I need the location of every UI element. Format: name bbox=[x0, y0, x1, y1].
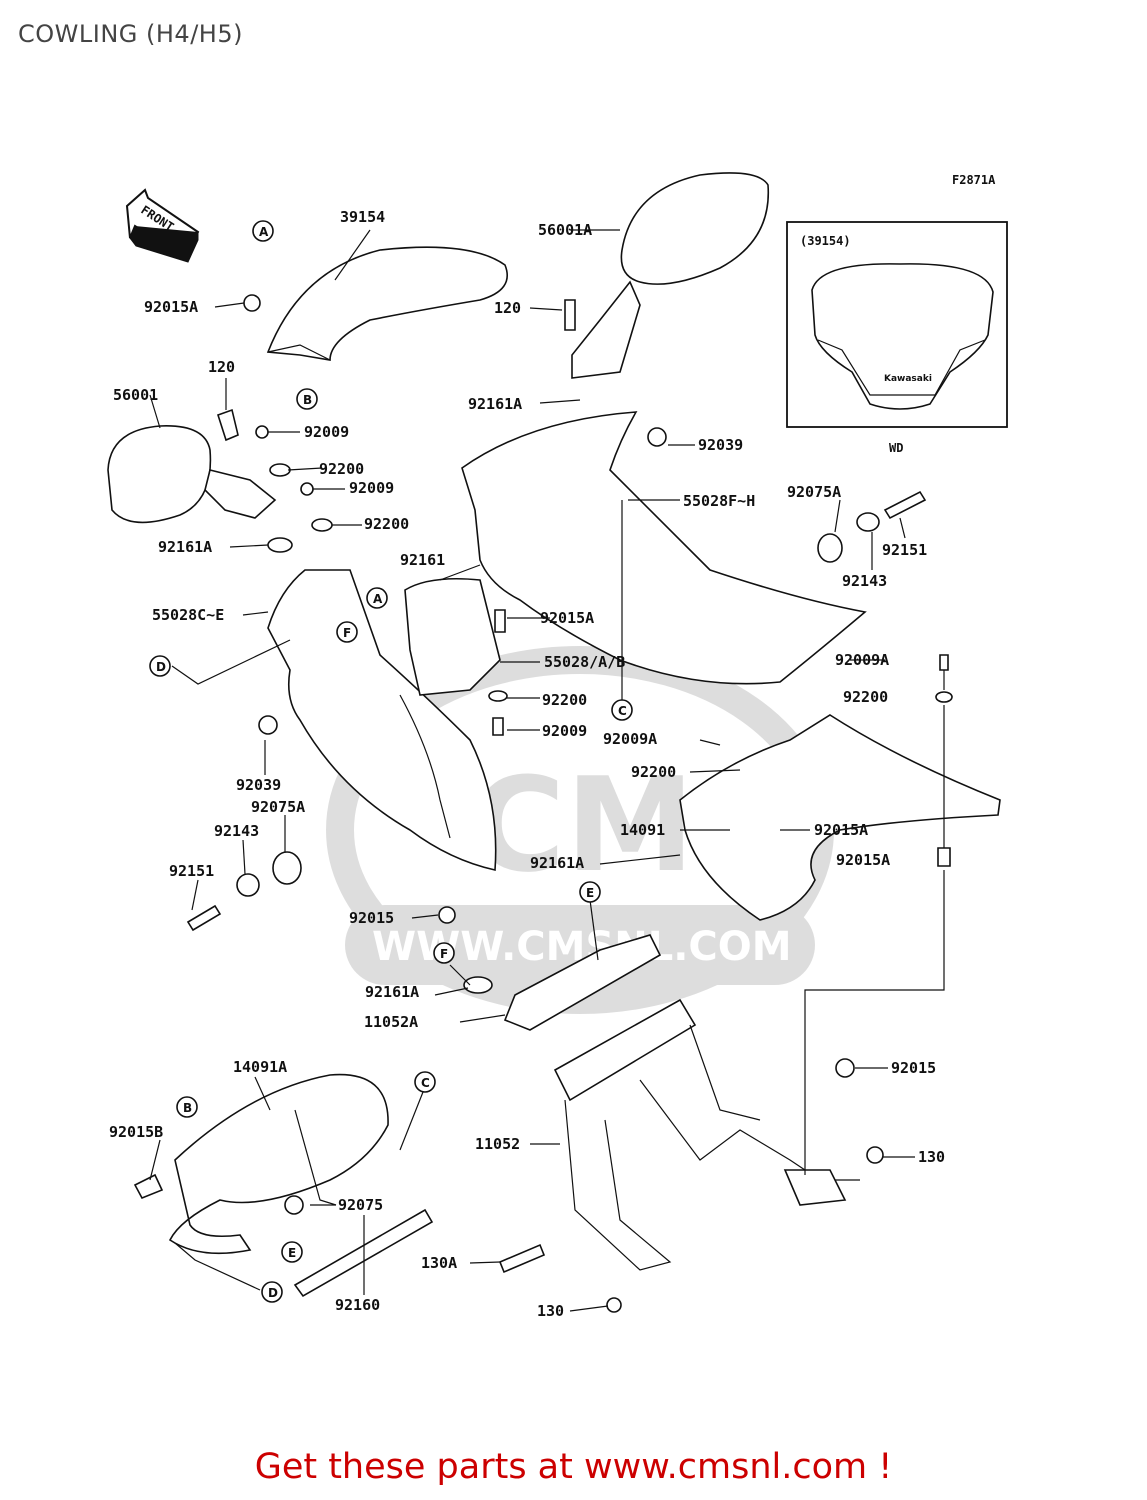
part-labels: 39154 92015A 120 56001 92009 92200 92009… bbox=[109, 208, 945, 1320]
svg-text:D: D bbox=[268, 1286, 278, 1300]
label-92015a-mid: 92015A bbox=[540, 609, 594, 627]
ref-a-mid: A bbox=[366, 587, 388, 609]
label-92161a-low: 92161A bbox=[365, 983, 419, 1001]
figure-code: F2871A bbox=[952, 173, 996, 187]
label-92161a-left: 92161A bbox=[158, 538, 212, 556]
label-92075a-left: 92075A bbox=[251, 798, 305, 816]
lower-panel-part bbox=[168, 1073, 389, 1255]
upper-cowling-right-part bbox=[461, 411, 867, 685]
label-92075: 92075 bbox=[338, 1196, 383, 1214]
label-55028-a-b: 55028/A/B bbox=[544, 653, 625, 671]
inner-panel-right-part bbox=[679, 714, 1001, 921]
label-92151-left: 92151 bbox=[169, 862, 214, 880]
label-56001: 56001 bbox=[113, 386, 158, 404]
label-92161: 92161 bbox=[400, 551, 445, 569]
svg-text:C: C bbox=[421, 1076, 430, 1090]
label-92015-mid: 92015 bbox=[349, 909, 394, 927]
label-92015a-right: 92015A bbox=[814, 821, 868, 839]
label-92161a-top: 92161A bbox=[468, 395, 522, 413]
label-92200-low: 92200 bbox=[631, 763, 676, 781]
label-92009-mid: 92009 bbox=[542, 722, 587, 740]
label-39154: 39154 bbox=[340, 208, 385, 226]
inset-brand: Kawasaki bbox=[884, 374, 932, 384]
ref-c-low: C bbox=[414, 1071, 436, 1093]
ref-c-mid: C bbox=[611, 699, 633, 721]
front-arrow-icon: FRONT bbox=[125, 188, 200, 263]
svg-text:F: F bbox=[440, 947, 448, 961]
label-92200-b: 92200 bbox=[364, 515, 409, 533]
inset-windshield: (39154) Kawasaki WD bbox=[786, 221, 1008, 455]
watermark: CMS WWW.CMSNL.COM bbox=[326, 646, 834, 1014]
ref-b-low: B bbox=[176, 1096, 198, 1118]
leader-lines bbox=[149, 229, 945, 1312]
label-130-low: 130 bbox=[537, 1302, 564, 1320]
svg-text:E: E bbox=[288, 1246, 296, 1260]
ref-f-mid: F bbox=[433, 942, 455, 964]
svg-text:B: B bbox=[303, 393, 312, 407]
label-92151-right: 92151 bbox=[882, 541, 927, 559]
label-120-left: 120 bbox=[208, 358, 235, 376]
label-56001a: 56001A bbox=[538, 221, 592, 239]
svg-text:A: A bbox=[373, 592, 383, 606]
fasteners bbox=[133, 294, 953, 1313]
label-92200-a: 92200 bbox=[319, 460, 364, 478]
ref-e-mid: E bbox=[579, 881, 601, 903]
label-11052: 11052 bbox=[475, 1135, 520, 1153]
label-92015a-far-right: 92015A bbox=[836, 851, 890, 869]
label-92161a-mid: 92161A bbox=[530, 854, 584, 872]
label-92009-b: 92009 bbox=[349, 479, 394, 497]
label-130-right: 130 bbox=[918, 1148, 945, 1166]
ref-circles: A B A F D C E F C B E D bbox=[149, 220, 633, 1303]
label-92039-left: 92039 bbox=[236, 776, 281, 794]
ref-f-left: F bbox=[336, 621, 358, 643]
inner-panel-part bbox=[404, 577, 501, 696]
ref-d-low: D bbox=[261, 1281, 283, 1303]
label-92075a-right: 92075A bbox=[787, 483, 841, 501]
label-14091: 14091 bbox=[620, 821, 665, 839]
inset-caption: WD bbox=[889, 441, 903, 455]
svg-text:D: D bbox=[156, 660, 166, 674]
svg-text:E: E bbox=[586, 886, 594, 900]
label-92160: 92160 bbox=[335, 1296, 380, 1314]
frame-stay-part bbox=[553, 998, 860, 1271]
svg-text:B: B bbox=[183, 1101, 192, 1115]
svg-text:F: F bbox=[343, 626, 351, 640]
label-14091a: 14091A bbox=[233, 1058, 287, 1076]
label-92200-right: 92200 bbox=[843, 688, 888, 706]
label-55028f-h: 55028F~H bbox=[683, 492, 755, 510]
label-92009a-right: 92009A bbox=[835, 651, 889, 669]
footer-link[interactable]: Get these parts at www.cmsnl.com ! bbox=[254, 1447, 893, 1487]
label-11052a: 11052A bbox=[364, 1013, 418, 1031]
svg-text:A: A bbox=[259, 225, 269, 239]
label-92009a-mid: 92009A bbox=[603, 730, 657, 748]
label-130a: 130A bbox=[421, 1254, 457, 1272]
label-92200-mid: 92200 bbox=[542, 691, 587, 709]
ref-b-top: B bbox=[296, 388, 318, 410]
svg-text:C: C bbox=[618, 704, 627, 718]
left-mirror-part bbox=[107, 425, 277, 524]
right-mirror-part bbox=[571, 172, 770, 379]
label-92143-left: 92143 bbox=[214, 822, 259, 840]
label-92143-right: 92143 bbox=[842, 572, 887, 590]
inset-part: (39154) bbox=[800, 234, 851, 248]
label-92015a: 92015A bbox=[144, 298, 198, 316]
bracket-11052a-part bbox=[503, 934, 662, 1031]
label-120-right: 120 bbox=[494, 299, 521, 317]
ref-a-top: A bbox=[252, 220, 274, 242]
label-92015b: 92015B bbox=[109, 1123, 163, 1141]
windshield-part bbox=[266, 246, 508, 361]
label-55028c-e: 55028C~E bbox=[152, 606, 224, 624]
parts-diagram: CMS WWW.CMSNL.COM F2871A FRONT (39154) K… bbox=[107, 172, 1008, 1320]
label-92015-right: 92015 bbox=[891, 1059, 936, 1077]
label-92009-a: 92009 bbox=[304, 423, 349, 441]
page-title: COWLING (H4/H5) bbox=[18, 20, 243, 48]
ref-e-low: E bbox=[281, 1241, 303, 1263]
label-92039-right: 92039 bbox=[698, 436, 743, 454]
ref-d-left: D bbox=[149, 655, 171, 677]
